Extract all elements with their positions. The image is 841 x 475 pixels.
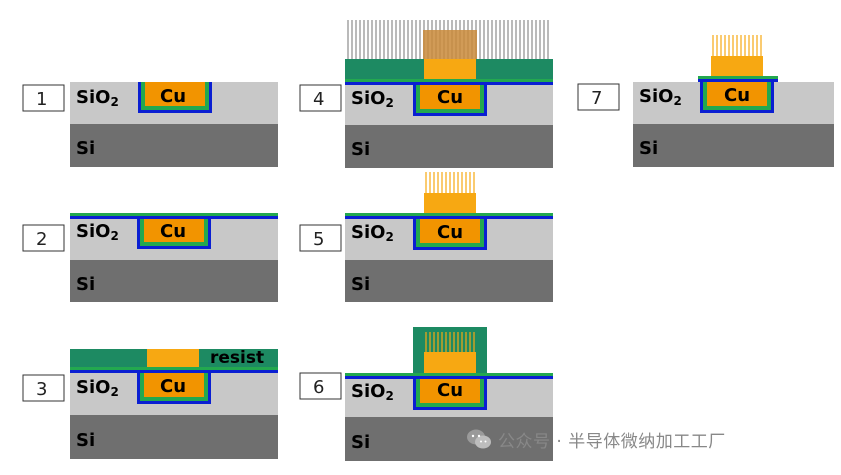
si-label: Si <box>351 432 370 453</box>
cu-label: Cu <box>724 85 750 106</box>
sio2-label: SiO2 <box>351 222 394 244</box>
electroplated-cu-column <box>423 30 477 60</box>
liner-layer <box>70 367 278 370</box>
step-number: 4 <box>313 89 324 110</box>
liner-layer <box>345 79 553 82</box>
si-label: Si <box>76 274 95 295</box>
cu-trench <box>413 85 487 116</box>
si-substrate <box>70 415 278 459</box>
step-3: 3 resist SiO2 Cu Si <box>22 348 278 459</box>
si-substrate <box>633 124 834 167</box>
si-label: Si <box>76 138 95 159</box>
cu-trench <box>413 379 487 410</box>
sio2-label: SiO2 <box>76 377 119 399</box>
sio2-label: SiO2 <box>76 221 119 243</box>
cu-label: Cu <box>437 222 463 243</box>
si-substrate <box>345 260 553 302</box>
sio2-label: SiO2 <box>639 86 682 108</box>
si-substrate <box>345 125 553 168</box>
step-number-box <box>22 374 65 402</box>
cu-label: Cu <box>160 86 186 107</box>
step-6: 6 SiO2 Cu Si <box>299 327 553 461</box>
electroplated-cu-pillar <box>424 332 476 373</box>
step-5: 5 SiO2 Cu Si <box>299 172 553 302</box>
cu-trench <box>413 219 487 250</box>
step-2: 2 SiO2 Cu Si <box>22 213 278 302</box>
resist-opening-cu <box>147 349 199 367</box>
watermark-text: 公众号 · 半导体微纳加工工厂 <box>498 431 726 452</box>
barrier-layer <box>70 370 278 373</box>
electroplated-cu-pillar <box>711 35 763 76</box>
liner-layer <box>698 76 778 79</box>
si-label: Si <box>351 274 370 295</box>
resist-label: resist <box>210 348 264 368</box>
step-number-box <box>577 83 620 111</box>
cu-label: Cu <box>160 376 186 397</box>
si-label: Si <box>76 430 95 451</box>
step-number-box <box>299 224 342 252</box>
si-substrate <box>70 260 278 302</box>
barrier-layer <box>698 79 778 82</box>
step-number: 2 <box>36 229 47 250</box>
cu-trench <box>138 82 212 113</box>
si-label: Si <box>639 138 658 159</box>
step-number: 6 <box>313 377 324 398</box>
liner-layer <box>345 373 553 376</box>
sio2-label: SiO2 <box>76 87 119 109</box>
step-number-box <box>299 84 342 112</box>
resist-opening-cu <box>424 59 476 79</box>
watermark: 公众号 · 半导体微纳加工工厂 <box>466 428 726 452</box>
step-number: 3 <box>36 379 47 400</box>
sio2-label: SiO2 <box>351 381 394 403</box>
si-substrate <box>345 417 553 461</box>
si-label: Si <box>351 139 370 160</box>
liner-layer <box>345 213 553 216</box>
cu-trench <box>700 82 774 113</box>
wechat-icon <box>467 429 491 449</box>
step-number-box <box>22 84 65 112</box>
step-number: 5 <box>313 229 324 250</box>
step-7: 7 SiO2 Cu Si <box>577 35 834 167</box>
barrier-layer <box>345 82 553 85</box>
barrier-layer <box>70 216 278 219</box>
step-number-box <box>22 224 65 252</box>
cu-label: Cu <box>437 380 463 401</box>
cu-trench <box>137 218 211 249</box>
electroplated-cu-pillar <box>424 172 476 213</box>
barrier-layer <box>345 216 553 219</box>
cu-trench <box>137 373 211 404</box>
step-1: 1 SiO2 Cu Si <box>22 82 278 167</box>
step-number: 7 <box>591 88 602 109</box>
barrier-layer <box>345 376 553 379</box>
liner-layer <box>70 213 278 216</box>
sio2-label: SiO2 <box>351 88 394 110</box>
step-number-box <box>299 372 342 400</box>
cu-label: Cu <box>160 221 186 242</box>
cu-label: Cu <box>437 87 463 108</box>
step-4: 4 SiO2 Cu Si <box>299 20 553 168</box>
si-substrate <box>70 124 278 167</box>
step-number: 1 <box>36 89 47 110</box>
